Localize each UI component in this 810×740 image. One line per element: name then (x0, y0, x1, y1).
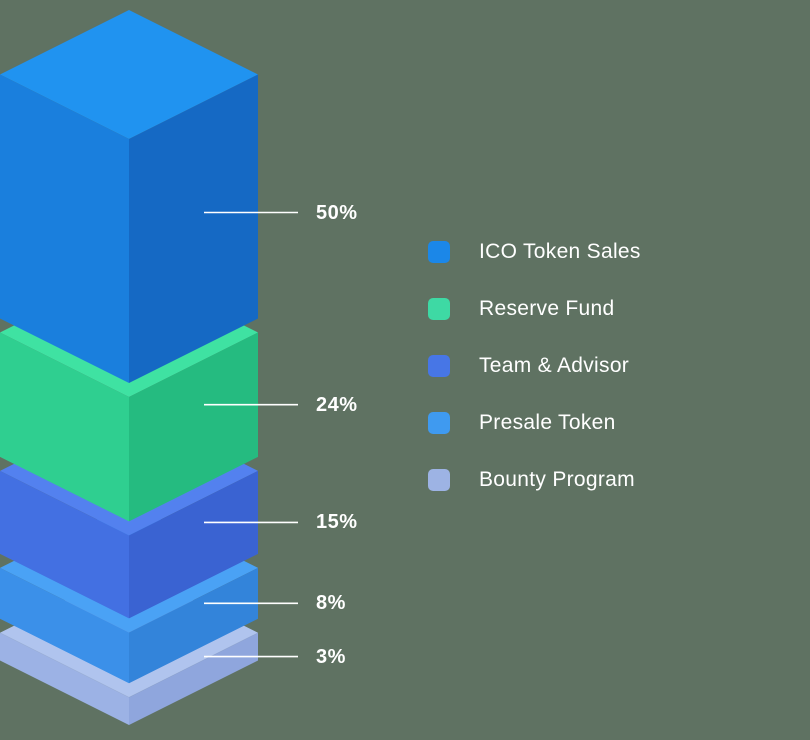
legend-swatch-icon (428, 241, 450, 263)
block-reserve-fund-right-face (129, 332, 258, 522)
callout-label-presale-token: 8% (316, 592, 346, 615)
legend-item-reserve-fund: Reserve Fund (428, 297, 641, 321)
legend-item-presale-token: Presale Token (428, 411, 641, 435)
legend: ICO Token Sales Reserve Fund Team & Advi… (428, 240, 641, 492)
legend-label: Presale Token (479, 411, 616, 434)
callout-label-reserve-fund: 24% (316, 393, 358, 416)
legend-item-bounty-program: Bounty Program (428, 468, 641, 492)
legend-swatch-icon (428, 298, 450, 320)
legend-item-ico-token-sales: ICO Token Sales (428, 240, 641, 264)
legend-label: Bounty Program (479, 468, 635, 491)
block-presale-token-left-face (0, 567, 129, 684)
legend-swatch-icon (428, 412, 450, 434)
block-bounty-program-right-face (129, 632, 258, 725)
callout-label-bounty-program: 3% (316, 645, 346, 668)
block-presale-token-right-face (129, 567, 258, 684)
legend-swatch-icon (428, 469, 450, 491)
legend-label: Reserve Fund (479, 297, 615, 320)
callout-label-ico-token-sales: 50% (316, 201, 358, 224)
block-team-advisor-right-face (129, 470, 258, 619)
block-bounty-program-left-face (0, 632, 129, 725)
block-reserve-fund-left-face (0, 332, 129, 522)
legend-swatch-icon (428, 355, 450, 377)
callout-label-team-advisor: 15% (316, 511, 358, 534)
block-ico-token-sales-left-face (0, 74, 129, 383)
legend-label: Team & Advisor (479, 354, 630, 377)
legend-label: ICO Token Sales (479, 240, 641, 263)
block-ico-token-sales-right-face (129, 74, 258, 383)
legend-item-team-advisor: Team & Advisor (428, 354, 641, 378)
block-team-advisor-left-face (0, 470, 129, 619)
